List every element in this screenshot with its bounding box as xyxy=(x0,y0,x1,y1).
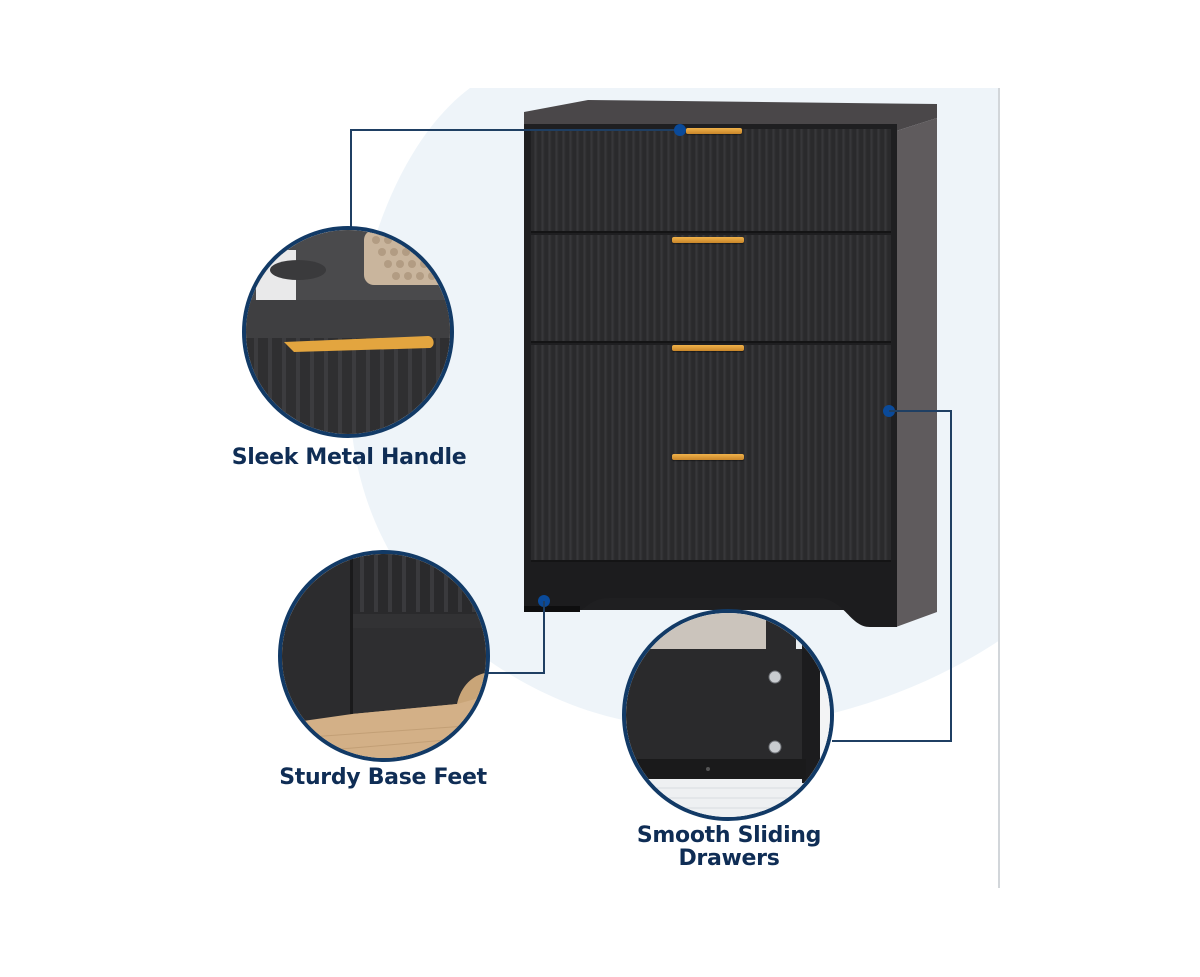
drawer-handle-3[interactable] xyxy=(672,345,744,351)
feature-label-drawers: Smooth Sliding Drawers xyxy=(612,824,846,870)
feature-label-handle: Sleek Metal Handle xyxy=(231,445,467,470)
callout-line-drawers-bottom xyxy=(832,740,952,742)
drawer-4[interactable] xyxy=(531,452,891,562)
drawer-handle-2[interactable] xyxy=(672,237,744,243)
callout-line-base-vertical xyxy=(543,601,545,674)
drawer-3[interactable] xyxy=(531,345,891,455)
handle-closeup-image xyxy=(242,226,454,438)
callout-line-handle-vertical xyxy=(350,129,352,229)
drawer-handle-1[interactable] xyxy=(686,128,742,134)
feature-label-drawers-line2: Drawers xyxy=(678,846,780,872)
drawer-handle-4[interactable] xyxy=(672,454,744,460)
sliding-drawers-closeup-image xyxy=(622,609,834,821)
drawer-2[interactable] xyxy=(531,235,891,343)
callout-line-handle xyxy=(350,129,680,131)
callout-line-drawers-vertical xyxy=(950,410,952,742)
drawer-1[interactable] xyxy=(531,129,891,233)
callout-line-drawers xyxy=(889,410,952,412)
callout-dot-handle xyxy=(674,124,686,136)
feature-label-drawers-line1: Smooth Sliding xyxy=(636,823,822,848)
callout-line-base xyxy=(486,672,545,674)
base-feet-closeup-image xyxy=(278,550,490,762)
feature-label-base: Sturdy Base Feet xyxy=(279,765,487,790)
